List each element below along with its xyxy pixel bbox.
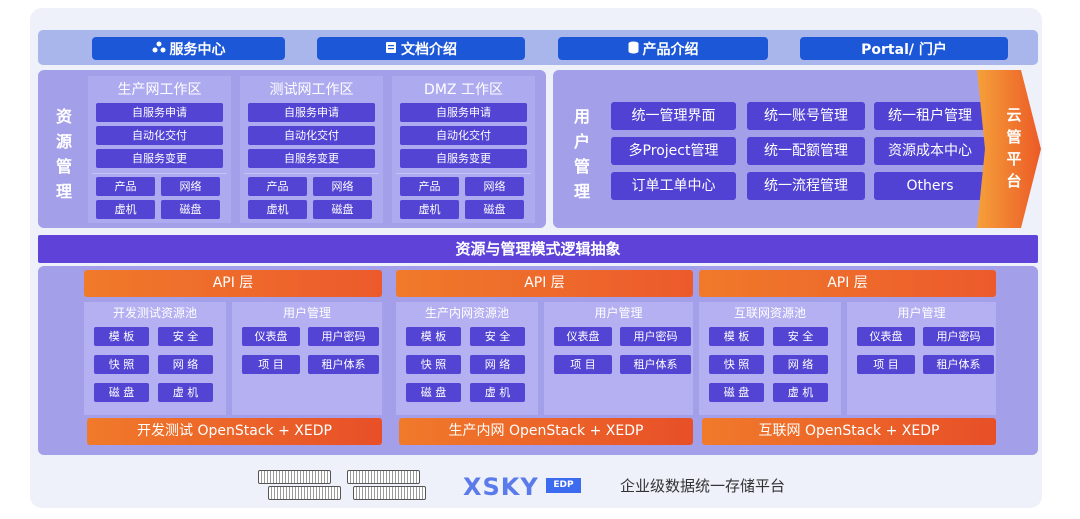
pool-item[interactable]: 安 全 [773, 327, 828, 346]
user-management-subtitle: 用户管理 [282, 306, 331, 320]
database-icon [628, 41, 639, 57]
user-item[interactable]: 项 目 [554, 355, 612, 374]
user-management-subtitle: 用户管理 [897, 306, 946, 320]
pool-item[interactable]: 快 照 [709, 355, 764, 374]
service-button[interactable]: 自服务变更 [400, 149, 527, 168]
resource-item[interactable]: 磁盘 [465, 200, 524, 219]
document-icon [385, 41, 397, 57]
pool-item[interactable]: 网 络 [158, 355, 213, 374]
service-button[interactable]: 自服务变更 [96, 149, 223, 168]
cloud-platform-title: 云管平台 [1006, 106, 1022, 190]
nav-label: Portal/ 门户 [861, 41, 947, 58]
user-item[interactable]: 用户密码 [308, 327, 379, 346]
pool-item[interactable]: 虚 机 [158, 383, 213, 402]
user-mgmt-button[interactable]: 统一管理界面 [611, 102, 736, 130]
resource-pool-title: 互联网资源池 [733, 306, 806, 320]
pool-item[interactable]: 快 照 [406, 355, 461, 374]
user-item[interactable]: 项 目 [242, 355, 300, 374]
resource-pool-title: 开发测试资源池 [112, 306, 197, 320]
workzone-divider [396, 173, 531, 174]
resource-item[interactable]: 磁盘 [161, 200, 220, 219]
user-item[interactable]: 项 目 [857, 355, 915, 374]
user-item[interactable]: 仪表盘 [554, 327, 612, 346]
service-button[interactable]: 自服务变更 [248, 149, 375, 168]
service-button[interactable]: 自服务申请 [400, 103, 527, 122]
service-button[interactable]: 自动化交付 [248, 126, 375, 145]
server-icon [258, 470, 341, 500]
workzone-title: 生产网工作区 [117, 82, 202, 98]
user-item[interactable]: 用户密码 [620, 327, 691, 346]
user-item[interactable]: 租户体系 [620, 355, 691, 374]
resource-item[interactable]: 虚机 [400, 200, 459, 219]
user-mgmt-button[interactable]: 统一账号管理 [747, 102, 865, 130]
pool-item[interactable]: 网 络 [773, 355, 828, 374]
user-mgmt-button[interactable]: 统一流程管理 [747, 172, 865, 200]
resource-item[interactable]: 产品 [96, 177, 155, 196]
resource-item[interactable]: 虚机 [248, 200, 307, 219]
user-item[interactable]: 仪表盘 [857, 327, 915, 346]
user-mgmt-button[interactable]: 统一配额管理 [747, 137, 865, 165]
openstack-bar: 互联网 OpenStack + XEDP [702, 418, 996, 445]
edp-badge: EDP [546, 478, 581, 493]
nav-documentation[interactable]: 文档介绍 [317, 37, 525, 60]
user-item[interactable]: 仪表盘 [242, 327, 300, 346]
api-layer-bar: API 层 [396, 270, 693, 297]
user-mgmt-button[interactable]: Others [874, 172, 986, 200]
resource-item[interactable]: 网络 [313, 177, 372, 196]
pool-item[interactable]: 安 全 [158, 327, 213, 346]
api-layer-bar: API 层 [699, 270, 996, 297]
pool-item[interactable]: 模 板 [406, 327, 461, 346]
nav-service-center[interactable]: 服务中心 [92, 37, 285, 60]
user-mgmt-button[interactable]: 订单工单中心 [611, 172, 736, 200]
pool-item[interactable]: 虚 机 [773, 383, 828, 402]
cluster-icon [152, 41, 166, 56]
nav-label: 服务中心 [169, 41, 226, 58]
nav-product-intro[interactable]: 产品介绍 [558, 37, 768, 60]
service-button[interactable]: 自动化交付 [96, 126, 223, 145]
pool-item[interactable]: 磁 盘 [94, 383, 149, 402]
pool-item[interactable]: 磁 盘 [709, 383, 764, 402]
resource-item[interactable]: 网络 [465, 177, 524, 196]
user-mgmt-button[interactable]: 资源成本中心 [874, 137, 986, 165]
user-mgmt-button[interactable]: 多Project管理 [611, 137, 736, 165]
pool-item[interactable]: 快 照 [94, 355, 149, 374]
tagline: 企业级数据统一存储平台 [620, 477, 786, 495]
workzone-title: 测试网工作区 [269, 82, 354, 98]
pool-item[interactable]: 安 全 [470, 327, 525, 346]
user-item[interactable]: 租户体系 [923, 355, 994, 374]
pool-item[interactable]: 网 络 [470, 355, 525, 374]
server-icon [347, 470, 426, 500]
user-item[interactable]: 用户密码 [923, 327, 994, 346]
workzone-divider [244, 173, 379, 174]
resource-pool-title: 生产内网资源池 [424, 306, 509, 320]
pool-item[interactable]: 磁 盘 [406, 383, 461, 402]
api-layer-bar: API 层 [84, 270, 382, 297]
openstack-bar: 生产内网 OpenStack + XEDP [399, 418, 693, 445]
resource-item[interactable]: 磁盘 [313, 200, 372, 219]
workzone-divider [92, 173, 227, 174]
cloud-platform-arrow [977, 70, 1041, 228]
resource-item[interactable]: 产品 [400, 177, 459, 196]
nav-label: 产品介绍 [642, 41, 699, 58]
service-button[interactable]: 自服务申请 [96, 103, 223, 122]
pool-item[interactable]: 模 板 [709, 327, 764, 346]
service-button[interactable]: 自服务申请 [248, 103, 375, 122]
openstack-bar: 开发测试 OpenStack + XEDP [87, 418, 382, 445]
xsky-logo: XSKY [463, 473, 539, 501]
user-item[interactable]: 租户体系 [308, 355, 379, 374]
user-management-title: 用户管理 [573, 107, 590, 201]
pool-item[interactable]: 模 板 [94, 327, 149, 346]
user-mgmt-button[interactable]: 统一租户管理 [874, 102, 986, 130]
abstraction-layer-bar: 资源与管理模式逻辑抽象 [38, 235, 1038, 263]
user-management-subtitle: 用户管理 [594, 306, 643, 320]
resource-item[interactable]: 产品 [248, 177, 307, 196]
service-button[interactable]: 自动化交付 [400, 126, 527, 145]
nav-label: 文档介绍 [401, 41, 457, 58]
resource-item[interactable]: 网络 [161, 177, 220, 196]
resource-management-title: 资源管理 [55, 107, 72, 201]
resource-item[interactable]: 虚机 [96, 200, 155, 219]
workzone-title: DMZ 工作区 [424, 82, 503, 98]
pool-item[interactable]: 虚 机 [470, 383, 525, 402]
nav-portal[interactable]: Portal/ 门户 [800, 37, 1008, 60]
